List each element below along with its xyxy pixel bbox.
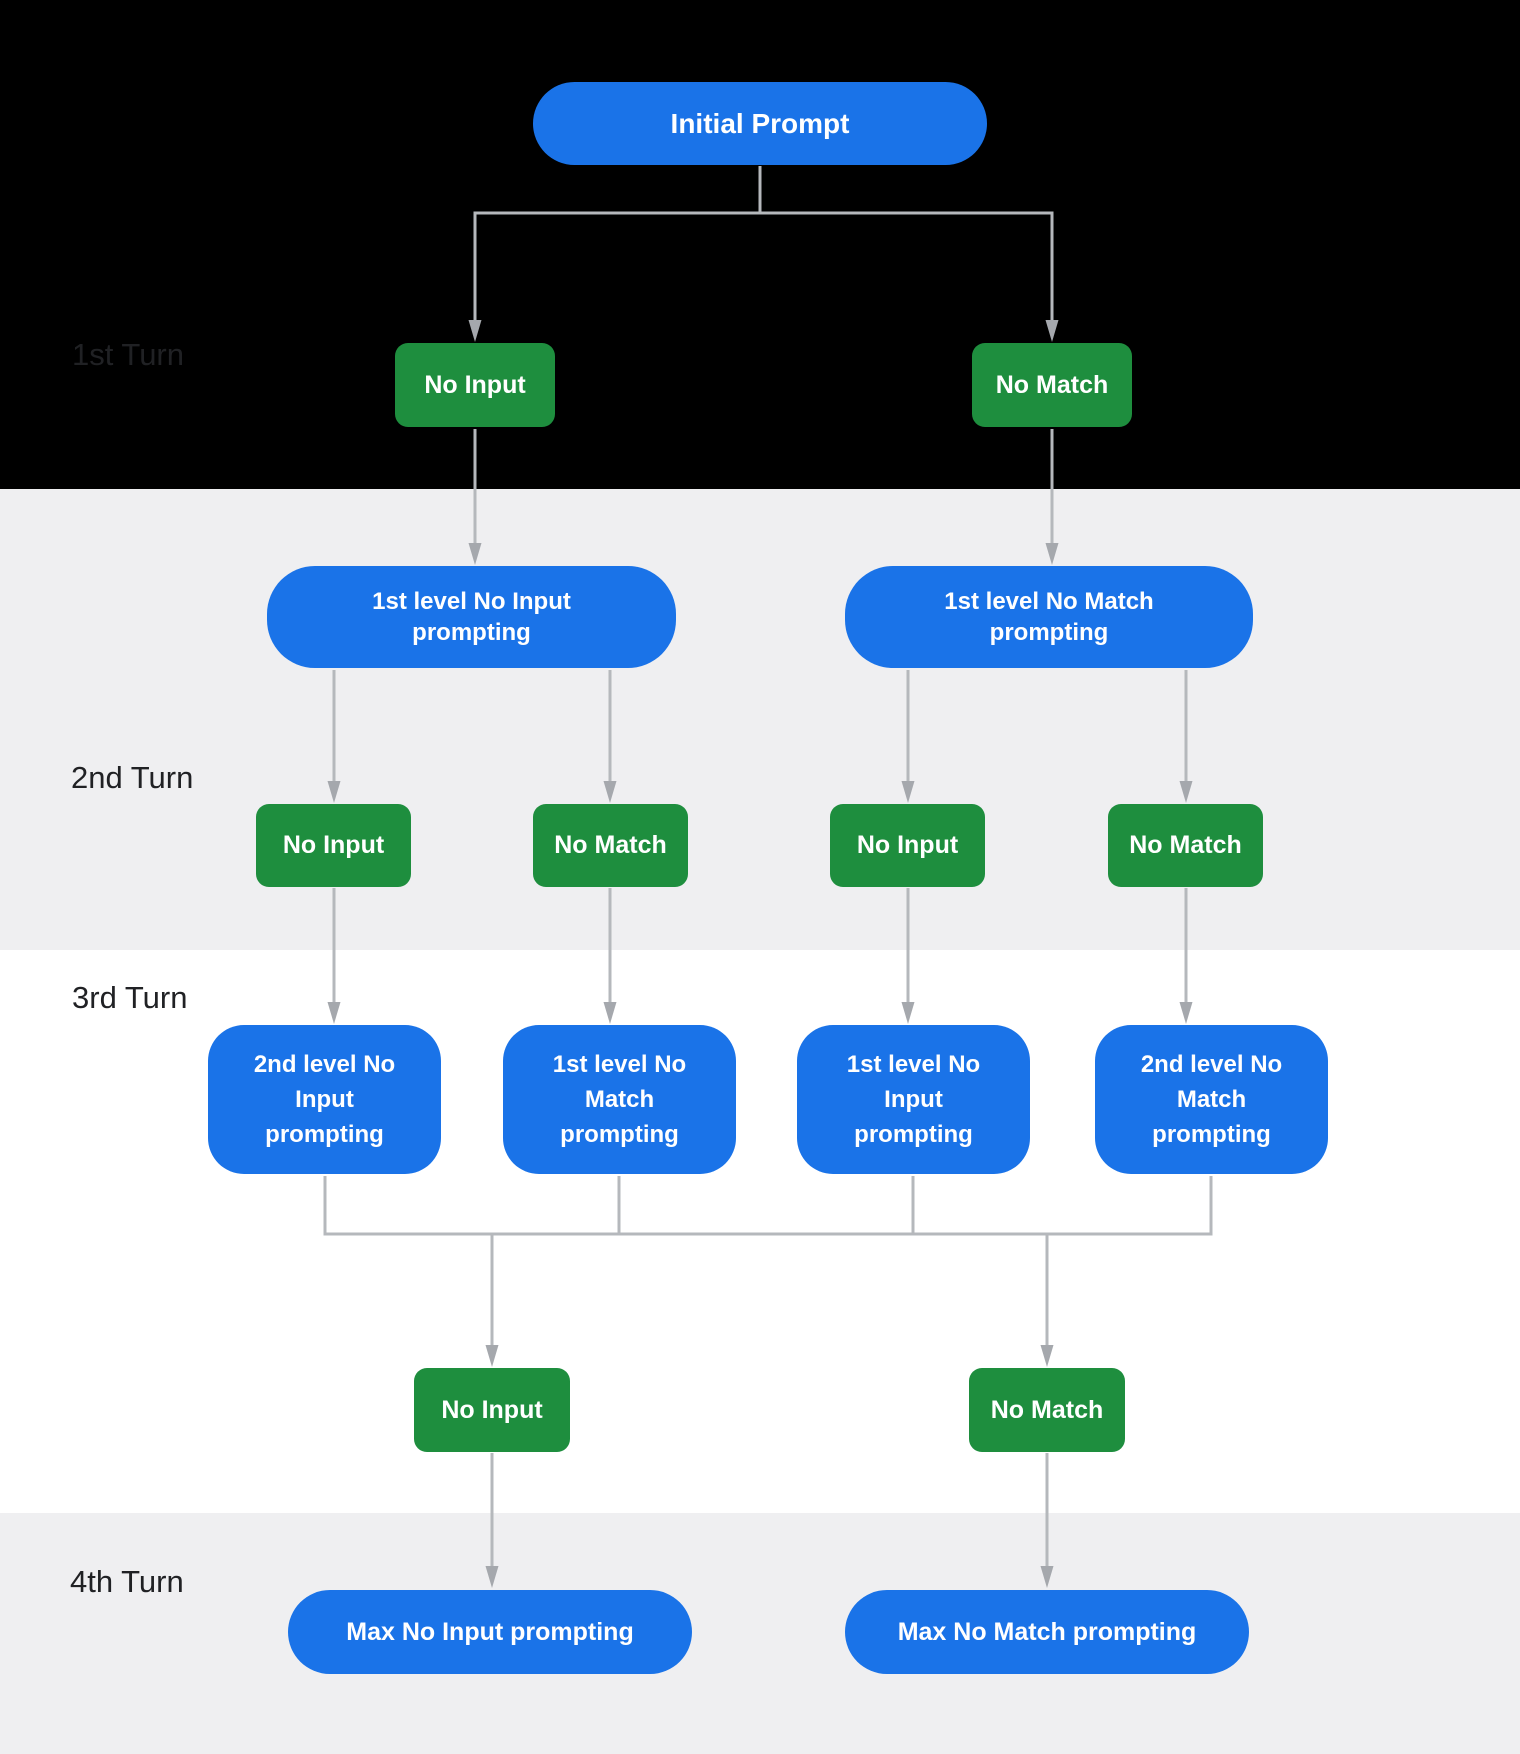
turn1-no-match-node: No Match: [972, 343, 1132, 427]
turn3-prompt-2-label: 1st level No Match prompting: [552, 1051, 687, 1148]
turn2-no-input-prompting-node: 1st level No Input prompting: [267, 566, 676, 668]
turn3-no-match-node: No Match: [969, 1368, 1125, 1452]
turn-label-4th: 4th Turn: [70, 1564, 184, 1599]
turn3-no-input-node: No Input: [414, 1368, 570, 1452]
turn4-max-no-input-label: Max No Input prompting: [346, 1617, 634, 1646]
turn1-no-match-label: No Match: [995, 370, 1109, 399]
turn-label-3rd: 3rd Turn: [72, 980, 188, 1015]
turn4-max-no-input-prompting-node: Max No Input prompting: [288, 1590, 692, 1674]
turn3-prompt-1-label: 2nd level No Input prompting: [253, 1051, 396, 1148]
band-turn2-gray: [0, 489, 1520, 950]
band-turn4-gray: [0, 1513, 1520, 1754]
turn3-prompt-4-label: 2nd level No Match prompting: [1140, 1051, 1283, 1148]
initial-prompt-node: Initial Prompt: [533, 82, 987, 165]
turn3-2nd-level-no-match-prompting-node: 2nd level No Match prompting: [1095, 1025, 1328, 1174]
turn3-1st-level-no-match-prompting-node: 1st level No Match prompting: [503, 1025, 736, 1174]
turn2-no-input-prompting-label: 1st level No Input prompting: [372, 588, 571, 646]
turn2-event-no-match-2: No Match: [1108, 804, 1263, 887]
turn-label-1st: 1st Turn: [72, 337, 184, 372]
turn2-no-match-prompting-label: 1st level No Match prompting: [944, 588, 1154, 646]
turn2-event-4-label: No Match: [1129, 831, 1242, 859]
turn2-event-no-input-1: No Input: [256, 804, 411, 887]
turn1-no-input-node: No Input: [395, 343, 555, 427]
turn2-event-3-label: No Input: [856, 831, 959, 859]
turn3-no-match-label: No Match: [990, 1395, 1104, 1424]
turn2-event-1-label: No Input: [282, 831, 385, 859]
turn4-max-no-match-prompting-node: Max No Match prompting: [845, 1590, 1249, 1674]
turn-label-2nd: 2nd Turn: [71, 760, 194, 795]
band-turn1-black: [0, 0, 1520, 489]
turn2-no-match-prompting-node: 1st level No Match prompting: [845, 566, 1253, 668]
turn3-1st-level-no-input-prompting-node: 1st level No Input prompting: [797, 1025, 1030, 1174]
turn4-max-no-match-label: Max No Match prompting: [897, 1617, 1197, 1646]
turn3-no-input-label: No Input: [441, 1395, 543, 1424]
turn2-event-no-match-1: No Match: [533, 804, 688, 887]
turn2-event-2-label: No Match: [554, 831, 667, 859]
turn1-no-input-label: No Input: [424, 370, 526, 399]
turn3-prompt-3-label: 1st level No Input prompting: [846, 1051, 981, 1148]
turn3-2nd-level-no-input-prompting-node: 2nd level No Input prompting: [208, 1025, 441, 1174]
turn2-event-no-input-2: No Input: [830, 804, 985, 887]
initial-prompt-label: Initial Prompt: [670, 107, 850, 139]
